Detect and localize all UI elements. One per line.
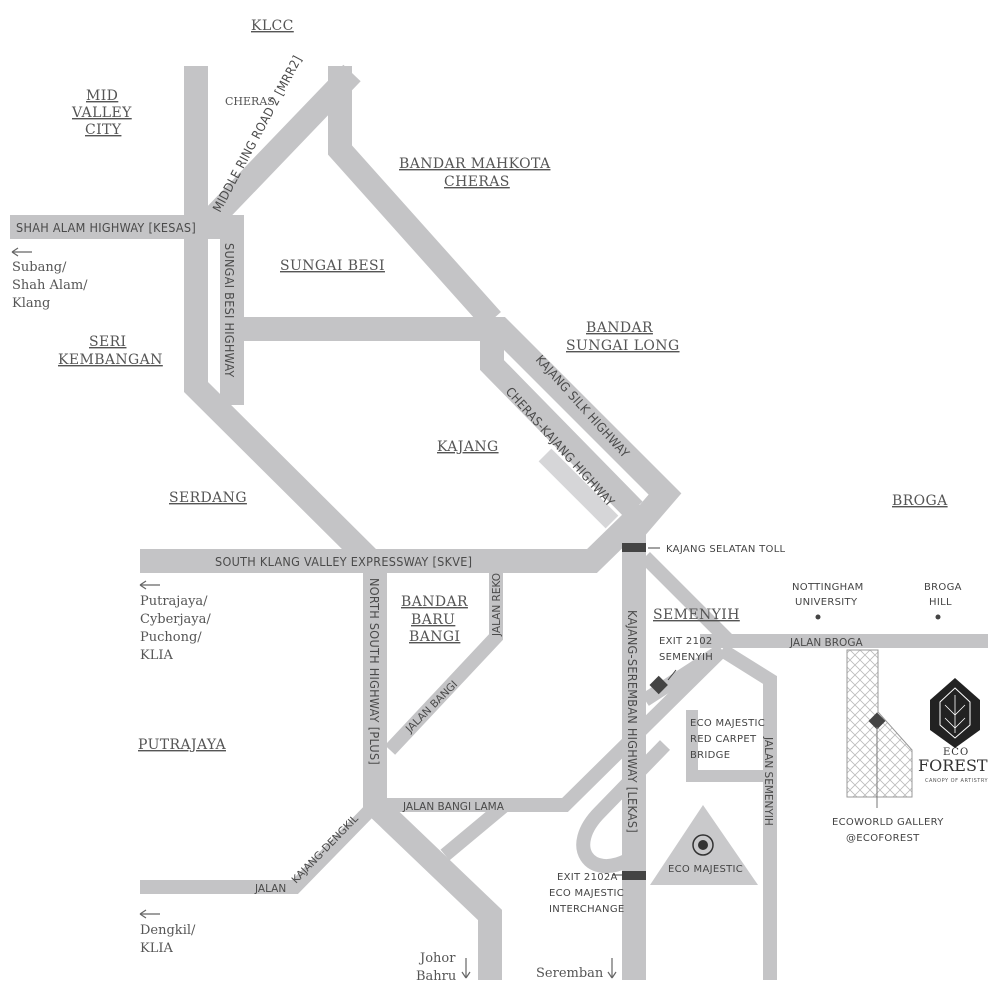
area-bandar-baru-bangi-2: BARU: [411, 612, 455, 628]
dest-cyberjaya: Cyberjaya/: [140, 612, 211, 627]
dest-johor-1: Johor: [418, 951, 456, 966]
area-seri-kembangan-1: SERI: [89, 334, 126, 350]
ecoforest-logo: ECO FOREST CANOPY OF ARTISTRY: [918, 678, 988, 784]
road-sungai-besi-link: [232, 317, 682, 538]
label-jalan-kajang-dengkil-1: JALAN: [254, 883, 286, 895]
dest-klia-mid: KLIA: [140, 648, 173, 663]
note-exit-2102a-2: ECO MAJESTIC: [549, 888, 624, 899]
area-semenyih: SEMENYIH: [653, 607, 740, 623]
road-red-carpet-bridge: [686, 710, 770, 782]
label-jalan-semenyih: JALAN SEMENYIH: [762, 736, 774, 826]
label-sungai-besi: SUNGAI BESI HIGHWAY: [222, 243, 237, 378]
area-putrajaya: PUTRAJAYA: [138, 737, 226, 753]
dest-puchong: Puchong/: [140, 630, 202, 645]
dest-seremban: Seremban: [536, 966, 604, 981]
note-kajang-toll: KAJANG SELATAN TOLL: [666, 544, 786, 555]
area-bandar-baru-bangi-1: BANDAR: [401, 594, 468, 610]
label-jalan-bangi-lama: JALAN BANGI LAMA: [402, 801, 505, 813]
arrow-south-seremban: [607, 958, 617, 979]
area-mid-valley-3: CITY: [85, 122, 122, 138]
road-cheras-kajang: [480, 320, 643, 519]
road-plus: [363, 565, 502, 980]
road-network: [10, 64, 988, 980]
dest-shah-alam: Shah Alam/: [12, 278, 88, 293]
area-sungai-besi: SUNGAI BESI: [280, 258, 385, 274]
label-lekas: KAJANG-SEREMBAN HIGHWAY [LEKAS]: [625, 610, 640, 833]
label-jalan-reko: JALAN REKO: [491, 573, 503, 637]
area-bandar-sungai-long-1: BANDAR: [586, 320, 653, 336]
label-plus: NORTH SOUTH HIGHWAY [PLUS]: [367, 578, 382, 765]
note-broga-hill-2: HILL: [929, 597, 952, 608]
note-ecoworld-2: @ECOFOREST: [846, 833, 920, 844]
area-bandar-sungai-long-2: SUNGAI LONG: [566, 338, 680, 354]
arrow-west-bottom: [139, 909, 160, 919]
ecoworld-gallery-marker: [868, 712, 886, 730]
note-nottingham-1: NOTTINGHAM: [792, 582, 864, 593]
label-skve: SOUTH KLANG VALLEY EXPRESSWAY [SKVE]: [215, 554, 472, 569]
area-mid-valley-2: VALLEY: [71, 105, 132, 121]
road-cheras-diagonal: [328, 66, 501, 328]
note-ecoworld-1: ECOWORLD GALLERY: [832, 817, 944, 828]
road-semenyih-link: [640, 552, 735, 647]
dest-dengkil: Dengkil/: [140, 923, 196, 938]
dest-putrajaya: Putrajaya/: [140, 594, 208, 609]
area-klcc: KLCC: [251, 18, 294, 34]
note-eco-majestic: ECO MAJESTIC: [668, 864, 743, 875]
note-broga-hill-1: BROGA: [924, 582, 962, 593]
road-skve: [140, 511, 643, 573]
direction-arrows: [11, 247, 617, 979]
area-cheras: CHERAS: [225, 95, 275, 108]
note-red-carpet-1: ECO MAJESTIC: [690, 718, 765, 729]
area-bandar-baru-bangi-3: BANGI: [409, 629, 460, 645]
note-exit-2102a-3: INTERCHANGE: [549, 904, 625, 915]
dest-klang: Klang: [12, 296, 50, 311]
dest-johor-2: Bahru: [416, 969, 456, 984]
note-red-carpet-2: RED CARPET: [690, 734, 757, 745]
ecoforest-emblem-inner: [939, 687, 971, 739]
label-jalan-broga: JALAN BROGA: [789, 637, 863, 649]
dest-klia-bottom: KLIA: [140, 941, 173, 956]
ecoforest-emblem-tree: [944, 695, 966, 733]
arrow-west-mid: [139, 580, 160, 590]
broga-hill-dot: [935, 614, 941, 620]
arrow-south-johor: [461, 958, 471, 979]
eco-majestic-emblem-core: [698, 840, 708, 850]
kajang-toll-marker: [622, 543, 646, 552]
ecoforest-eco: ECO: [943, 747, 969, 758]
road-jalan-semenyih: [718, 644, 777, 980]
area-seri-kembangan-2: KEMBANGAN: [58, 352, 163, 368]
road-mrr2-west: [184, 66, 384, 574]
area-kajang: KAJANG: [437, 439, 499, 455]
note-exit-2102a-1: EXIT 2102A: [557, 872, 618, 883]
road-kajang-dengkil: [140, 800, 381, 894]
exit-2102a-marker: [622, 871, 646, 880]
ecoforest-forest: FOREST: [918, 756, 988, 775]
label-kesas: SHAH ALAM HIGHWAY [KESAS]: [16, 220, 196, 235]
note-exit-2102-1: EXIT 2102: [659, 636, 713, 647]
eco-majestic-emblem: [692, 834, 714, 856]
road-stub: [538, 448, 619, 529]
area-bandar-mahkota-1: BANDAR MAHKOTA: [399, 156, 551, 172]
label-jalan-kajang-dengkil-2: KAJANG-DENGKIL: [290, 813, 361, 886]
road-interchange-loop: [576, 740, 671, 873]
exit-2102-leader: [667, 669, 677, 681]
note-nottingham-2: UNIVERSITY: [795, 597, 858, 608]
road-connector: [440, 799, 510, 861]
dest-subang: Subang/: [12, 260, 67, 275]
road-jalan-reko: [384, 572, 503, 755]
area-mid-valley-1: MID: [86, 88, 118, 104]
exit-2102-marker: [649, 675, 668, 695]
arrow-west-top: [11, 247, 32, 257]
note-exit-2102-2: SEMENYIH: [659, 652, 713, 663]
area-bandar-mahkota-2: CHERAS: [444, 174, 510, 190]
area-broga: BROGA: [892, 493, 948, 509]
note-red-carpet-3: BRIDGE: [690, 750, 730, 761]
label-jalan-bangi: JALAN BANGI: [403, 679, 460, 736]
area-serdang: SERDANG: [169, 490, 247, 506]
nottingham-dot: [815, 614, 821, 620]
ecoforest-tagline: CANOPY OF ARTISTRY: [925, 778, 988, 784]
road-jalan-bangi-lama: [375, 645, 727, 812]
